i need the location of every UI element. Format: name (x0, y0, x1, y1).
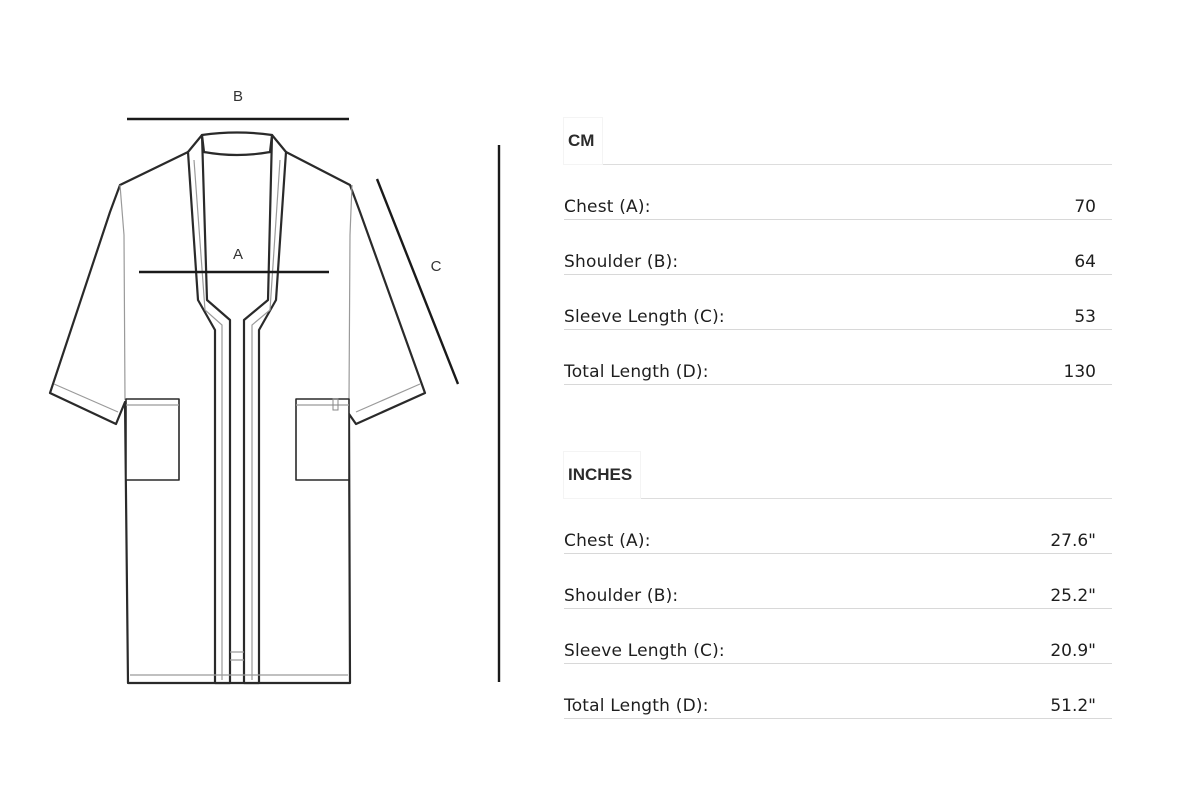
sleeve-hem-left (53, 383, 119, 413)
table-row: Shoulder (B): 64 (564, 220, 1112, 275)
table-row: Sleeve Length (C): 20.9" (564, 609, 1112, 664)
row-label: Total Length (D): (564, 696, 709, 716)
measure-label-b: B (233, 88, 243, 105)
row-value: 70 (1074, 197, 1096, 217)
row-label: Total Length (D): (564, 362, 709, 382)
row-value: 20.9" (1050, 641, 1096, 661)
neckline (200, 131, 274, 157)
table-row: Chest (A): 27.6" (564, 499, 1112, 554)
inches-header: INCHES (564, 452, 1112, 499)
row-label: Shoulder (B): (564, 586, 679, 606)
shoulder-seam-left (119, 184, 126, 401)
row-value: 64 (1074, 252, 1096, 272)
row-value: 27.6" (1050, 531, 1096, 551)
measure-label-c: C (431, 258, 442, 275)
table-row: Total Length (D): 130 (564, 330, 1112, 385)
row-label: Chest (A): (564, 531, 651, 551)
table-row: Shoulder (B): 25.2" (564, 554, 1112, 609)
sleeve-hem-right (355, 383, 421, 413)
robe-diagram: B A C (48, 88, 501, 685)
cm-size-table: CM Chest (A): 70 Shoulder (B): 64 Sleeve… (564, 118, 1112, 385)
row-label: Sleeve Length (C): (564, 307, 725, 327)
table-row: Chest (A): 70 (564, 165, 1112, 220)
inches-title: INCHES (564, 452, 641, 498)
row-value: 130 (1063, 362, 1096, 382)
collar-inner-left (193, 159, 223, 680)
row-value: 25.2" (1050, 586, 1096, 606)
pocket-left (125, 398, 180, 481)
measure-line-c (375, 178, 460, 385)
robe-outline (48, 150, 427, 685)
row-label: Sleeve Length (C): (564, 641, 725, 661)
row-label: Chest (A): (564, 197, 651, 217)
collar-inner-right (251, 159, 281, 680)
measure-label-a: A (233, 246, 243, 263)
row-label: Shoulder (B): (564, 252, 679, 272)
inner-hem (230, 651, 244, 661)
shoulder-seam-right (348, 184, 353, 401)
row-value: 51.2" (1050, 696, 1096, 716)
table-row: Total Length (D): 51.2" (564, 664, 1112, 719)
row-value: 53 (1074, 307, 1096, 327)
inches-size-table: INCHES Chest (A): 27.6" Shoulder (B): 25… (564, 452, 1112, 719)
cm-header: CM (564, 118, 1112, 165)
pocket-tag (332, 398, 339, 411)
cm-title: CM (564, 118, 603, 164)
pocket-right (295, 398, 350, 481)
table-row: Sleeve Length (C): 53 (564, 275, 1112, 330)
